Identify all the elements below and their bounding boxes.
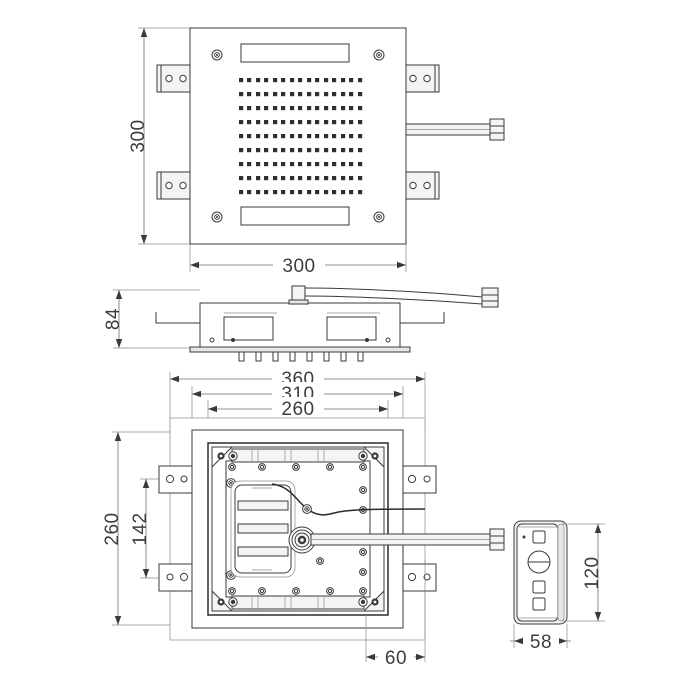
remote-led-indicator: [522, 535, 526, 539]
bottom-led-strip-top: [232, 449, 364, 462]
dim-label-142: 142: [130, 512, 151, 545]
dim-label-bg-60: [378, 646, 414, 668]
dim-label-60: 60: [385, 648, 407, 669]
arrow-360-right: [416, 375, 425, 383]
dim-label-top-horizontal: 300: [282, 256, 315, 277]
top-supply-pipe: [406, 119, 504, 140]
bottom-cartridge: [230, 480, 296, 578]
cable-grommet: [303, 505, 312, 514]
nozzle-grid: [239, 78, 363, 195]
arrow-top-h-left: [190, 261, 199, 269]
remote-side-edge: [557, 523, 565, 622]
dim-label-120: 120: [582, 556, 603, 589]
bottom-supply-pipe: [311, 529, 504, 550]
remote-button-light[interactable]: [533, 598, 545, 610]
arrow-142-down: [142, 569, 150, 578]
dim-label-58: 58: [530, 632, 552, 653]
arrow-260h-right: [379, 405, 388, 413]
side-inlet-connector: [292, 286, 305, 301]
arrow-310-right: [394, 390, 403, 398]
side-hole-1: [210, 338, 214, 342]
arrow-310-left: [192, 390, 201, 398]
side-nozzle-stubs: [239, 352, 363, 361]
pipe-hex-fitting: [490, 119, 504, 140]
side-view: 84: [103, 286, 498, 361]
side-flange-right: [400, 312, 444, 323]
top-mounting-brackets: [157, 65, 439, 199]
arrow-142-up: [142, 479, 150, 488]
side-hose-upper: [305, 288, 482, 297]
bracket-bottom-left: [157, 172, 190, 199]
bottom-panel-screws: [217, 452, 379, 606]
screw-top-right: [374, 50, 384, 60]
arrow-260v-down: [114, 616, 122, 625]
bottom-mounting-brackets: [159, 466, 436, 591]
remote-dial-knob[interactable]: [528, 551, 550, 573]
bottom-bracket-top-left: [159, 466, 192, 493]
arrow-top-v-up: [140, 28, 148, 37]
side-hole-4: [386, 338, 390, 342]
light-bar-bottom: [241, 207, 349, 225]
bracket-bottom-right: [406, 172, 439, 199]
side-window-right: [327, 317, 376, 340]
arrow-58-right: [558, 637, 567, 645]
bottom-bracket-top-right: [403, 466, 436, 493]
top-view: 300: [128, 28, 504, 277]
dim-label-bg-58: [523, 630, 559, 652]
dim-label-bg-top-h: [273, 253, 325, 276]
arrow-58-left: [514, 637, 523, 645]
arrow-60-right: [416, 653, 425, 661]
remote-button-power[interactable]: [533, 531, 545, 543]
side-hole-2: [231, 338, 235, 342]
bracket-top-right: [406, 65, 439, 92]
dim-label-bg-260h: [272, 397, 324, 420]
dim-label-side-height: 84: [103, 308, 124, 330]
light-bar-top: [241, 44, 349, 62]
bottom-pipe-hex-fitting: [490, 529, 504, 550]
arrow-260h-left: [208, 405, 217, 413]
bracket-top-left: [157, 65, 190, 92]
bottom-bracket-bottom-left: [159, 564, 192, 591]
arrow-360-left: [170, 375, 179, 383]
arrow-top-v-down: [140, 235, 148, 244]
remote-button-mode[interactable]: [533, 581, 545, 593]
arrow-top-h-right: [397, 261, 406, 269]
side-window-left: [224, 317, 273, 340]
side-inlet-base: [289, 300, 308, 304]
dim-label-260-vertical: 260: [102, 512, 123, 545]
dim-label-top-vertical: 300: [128, 119, 149, 152]
screw-top-left: [212, 50, 222, 60]
remote-control-view: 120 58: [510, 521, 605, 653]
screw-bottom-right: [374, 212, 384, 222]
side-base-plate: [190, 347, 410, 352]
arrow-side-down: [115, 339, 123, 348]
bottom-inlet-boss: [289, 527, 315, 553]
top-corner-screws: [212, 50, 384, 222]
side-hose-lower: [305, 296, 482, 304]
arrow-120-down: [594, 612, 602, 621]
dim-label-260-horizontal: 260: [281, 399, 314, 420]
bottom-power-cable: [271, 483, 426, 516]
arrow-120-up: [594, 524, 602, 533]
bottom-led-strip-bottom: [232, 596, 364, 609]
arrow-60-left: [366, 653, 375, 661]
arrow-260v-up: [114, 432, 122, 441]
bottom-bracket-bottom-right: [403, 564, 436, 591]
bottom-view: 360 310 260 260 142: [102, 367, 504, 669]
screw-bottom-left: [212, 212, 222, 222]
side-hole-3: [365, 338, 369, 342]
arrow-side-up: [115, 290, 123, 299]
side-hose-fitting: [482, 288, 498, 307]
side-flange-left: [156, 312, 200, 323]
